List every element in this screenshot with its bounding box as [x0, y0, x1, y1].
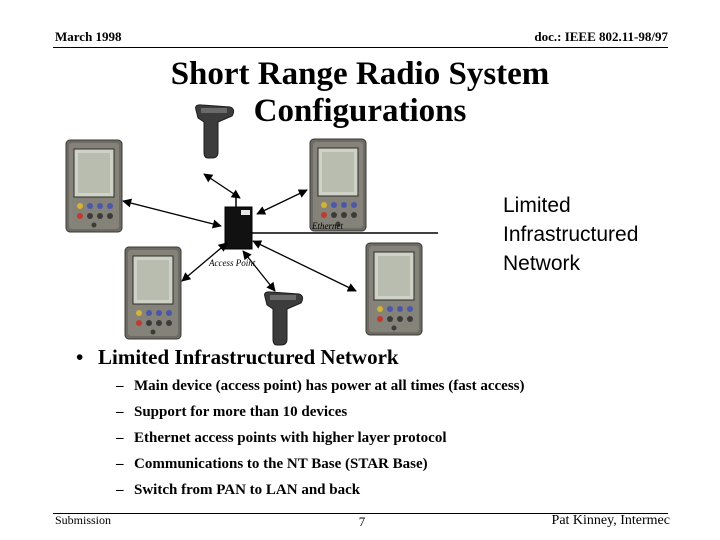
- sub-bullet-text: Ethernet access points with higher layer…: [134, 430, 447, 446]
- link-handheld-top-right: [256, 189, 308, 215]
- network-type-label: Limited Infrastructured Network: [503, 191, 638, 278]
- access-point-icon: [224, 192, 253, 250]
- header-date: March 1998: [55, 29, 122, 44]
- handheld-computer-icon: [124, 246, 182, 340]
- sub-bullet: –Communications to the NT Base (STAR Bas…: [116, 456, 428, 472]
- network-label-line-1: Limited: [503, 194, 571, 217]
- sub-bullet-text: Switch from PAN to LAN and back: [134, 482, 361, 498]
- main-bullet-text: Limited Infrastructured Network: [98, 345, 399, 369]
- slide-title: Short Range Radio System Configurations: [0, 56, 720, 130]
- sub-bullet: –Switch from PAN to LAN and back: [116, 482, 361, 498]
- sub-bullet-text: Support for more than 10 devices: [134, 404, 348, 420]
- sub-bullet-text: Communications to the NT Base (STAR Base…: [134, 456, 428, 472]
- handheld-computer-icon: [65, 139, 123, 233]
- footer-rule: [53, 513, 668, 514]
- handheld-computer-icon: [309, 138, 367, 232]
- sub-bullet: –Main device (access point) has power at…: [116, 378, 525, 394]
- slide-title-line-1: Short Range Radio System: [170, 56, 550, 92]
- barcode-scanner-icon: [195, 104, 235, 159]
- sub-bullet: –Support for more than 10 devices: [116, 404, 348, 420]
- footer-submission: Submission: [55, 513, 112, 527]
- header-doc-id: doc.: IEEE 802.11-98/97: [534, 29, 668, 44]
- slide-title-line-2: Configurations: [253, 93, 467, 129]
- handheld-computer-icon: [365, 242, 423, 336]
- footer-page-number: 7: [358, 514, 366, 529]
- barcode-scanner-icon: [264, 291, 304, 346]
- ethernet-label: Ethernet: [312, 221, 343, 231]
- header-rule: [53, 47, 668, 48]
- sub-bullet-text: Main device (access point) has power at …: [134, 378, 525, 394]
- footer-author: Pat Kinney, Intermec: [551, 513, 670, 528]
- link-handheld-bottom-right: [252, 240, 357, 292]
- link-handheld-top-left: [122, 198, 222, 229]
- access-point-label: Access Point: [209, 258, 256, 268]
- main-bullet: •Limited Infrastructured Network: [76, 345, 399, 369]
- network-label-line-2: Infrastructured: [503, 223, 639, 246]
- sub-bullet: –Ethernet access points with higher laye…: [116, 430, 447, 446]
- network-label-line-3: Network: [503, 252, 581, 275]
- link-handheld-bottom-left: [181, 242, 228, 282]
- link-scanner-top: [203, 173, 241, 199]
- link-scanner-bottom: [242, 250, 276, 292]
